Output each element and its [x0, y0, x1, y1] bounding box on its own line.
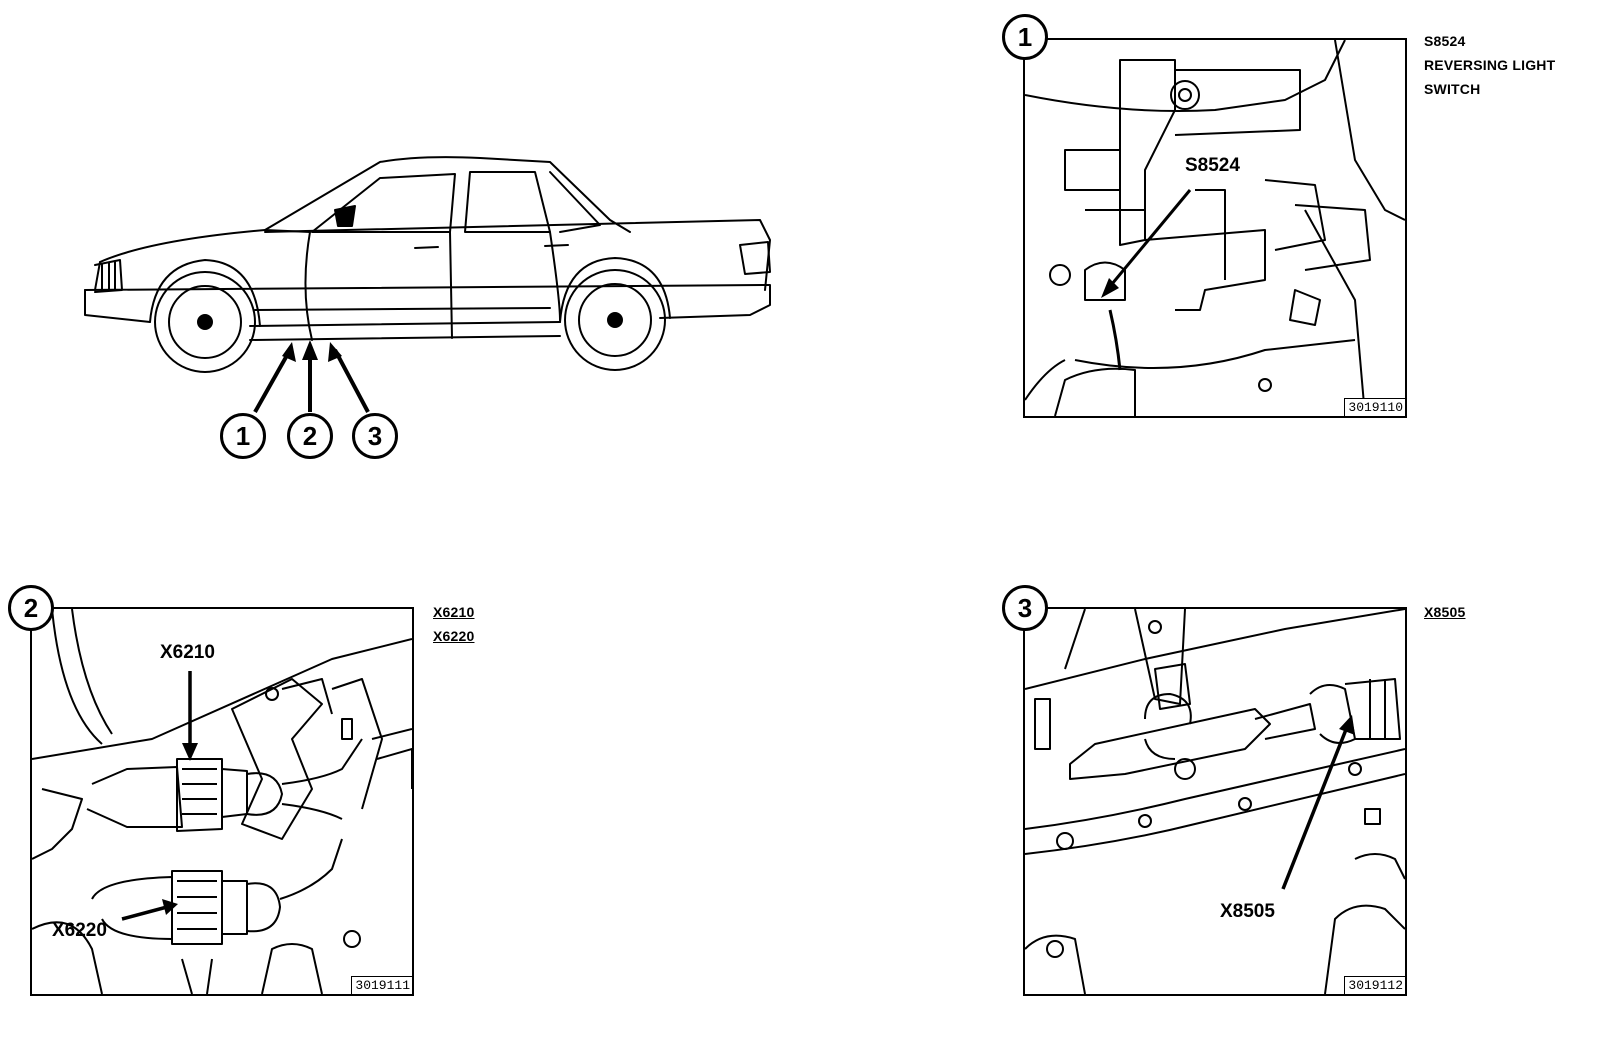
side-label-x6220: X6220 [433, 628, 475, 644]
connector-x8505-drawing [1025, 609, 1405, 994]
callout-s8524: S8524 [1185, 155, 1240, 176]
connectors-x6210-x6220-drawing [32, 609, 412, 994]
panel-3-number-badge: 3 [1002, 585, 1048, 631]
panel-3-figure-code: 3019112 [1344, 976, 1405, 994]
callout-x6220: X6220 [52, 920, 107, 941]
panel-1-side-label: S8524 REVERSING LIGHT SWITCH [1424, 29, 1555, 101]
panel-2-number-badge: 2 [8, 585, 54, 631]
panel-1-number-badge: 1 [1002, 14, 1048, 60]
side-label-reversing-light: REVERSING LIGHT [1424, 57, 1556, 73]
marker-3-badge: 3 [352, 413, 398, 459]
car-side-view: 1 2 3 [80, 150, 800, 490]
reversing-light-switch-drawing [1025, 40, 1405, 416]
callout-x8505: X8505 [1220, 901, 1275, 922]
panel-2-side-label: X6210 X6220 [433, 600, 474, 648]
panel-3-side-label: X8505 [1424, 600, 1465, 624]
marker-2-badge: 2 [287, 413, 333, 459]
car-outline-drawing [84, 156, 771, 413]
side-label-switch: SWITCH [1424, 81, 1481, 97]
panel-1-figure-code: 3019110 [1344, 398, 1405, 416]
side-label-x6210: X6210 [433, 604, 475, 620]
callout-x6210: X6210 [160, 642, 215, 663]
side-label-s8524: S8524 [1424, 33, 1466, 49]
detail-panel-3: X8505 3019112 [1023, 607, 1407, 996]
side-label-x8505: X8505 [1424, 604, 1466, 620]
detail-panel-2: X6210 X6220 3019111 [30, 607, 414, 996]
marker-1-badge: 1 [220, 413, 266, 459]
panel-2-figure-code: 3019111 [351, 976, 412, 994]
detail-panel-1: S8524 3019110 [1023, 38, 1407, 418]
